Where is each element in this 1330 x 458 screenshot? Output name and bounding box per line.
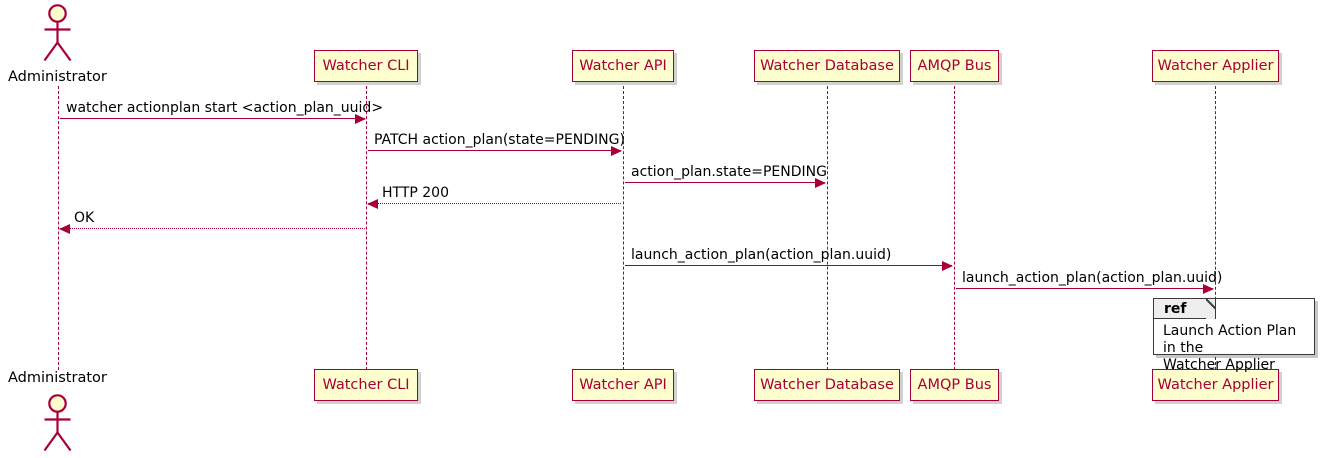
participant-watcher-api-top[interactable]: Watcher API xyxy=(572,50,674,82)
participant-watcher-database-bottom[interactable]: Watcher Database xyxy=(754,369,900,401)
arrowhead-right-icon xyxy=(815,177,826,188)
message-label: PATCH action_plan(state=PENDING) xyxy=(374,132,625,148)
participant-watcher-cli-bottom[interactable]: Watcher CLI xyxy=(314,369,418,401)
message-line xyxy=(625,265,952,266)
participant-label-amqp-bus-bottom: AMQP Bus xyxy=(917,376,992,393)
participant-label-amqp-bus-top: AMQP Bus xyxy=(917,57,992,74)
ref-fragment[interactable]: ref Launch Action Plan in the Watcher Ap… xyxy=(1153,298,1315,373)
actor-stick-figure-icon xyxy=(43,394,72,452)
lifeline-administrator xyxy=(58,86,59,370)
participant-label-watcher-database-top: Watcher Database xyxy=(760,57,894,74)
message-line xyxy=(368,150,621,151)
message-label: OK xyxy=(74,210,95,226)
ref-fragment-body: Launch Action Plan in the Watcher Applie… xyxy=(1163,323,1310,374)
actor-administrator-bottom xyxy=(33,392,83,454)
participant-label-watcher-cli-top: Watcher CLI xyxy=(322,57,410,74)
message-line xyxy=(60,228,365,229)
arrowhead-right-icon xyxy=(355,113,366,124)
ref-body-line-2: Watcher Applier xyxy=(1163,357,1275,373)
participant-watcher-api-bottom[interactable]: Watcher API xyxy=(572,369,674,401)
ref-fragment-tab: ref xyxy=(1154,299,1216,319)
arrowhead-right-icon xyxy=(942,260,953,271)
participant-label-watcher-api-top: Watcher API xyxy=(579,57,667,74)
lifeline-watcher-database xyxy=(827,86,828,370)
actor-label-administrator-bottom: Administrator xyxy=(8,370,107,386)
message-label: launch_action_plan(action_plan.uuid) xyxy=(631,247,892,263)
message-line xyxy=(625,182,825,183)
message-label: HTTP 200 xyxy=(382,185,449,201)
message-label: action_plan.state=PENDING xyxy=(631,164,827,180)
actor-label-administrator-top: Administrator xyxy=(8,69,107,85)
participant-label-watcher-database-bottom: Watcher Database xyxy=(760,376,894,393)
lifeline-watcher-cli xyxy=(366,86,367,370)
arrowhead-right-icon xyxy=(1203,283,1214,294)
actor-administrator-top xyxy=(33,2,83,64)
participant-watcher-applier-bottom[interactable]: Watcher Applier xyxy=(1152,369,1279,401)
actor-stick-figure-icon xyxy=(43,4,72,62)
lifeline-amqp-bus xyxy=(954,86,955,370)
message-line xyxy=(956,288,1213,289)
ref-keyword-label: ref xyxy=(1164,300,1187,317)
participant-label-watcher-cli-bottom: Watcher CLI xyxy=(322,376,410,393)
arrowhead-left-icon xyxy=(367,198,378,209)
participant-amqp-bus-top[interactable]: AMQP Bus xyxy=(910,50,999,82)
ref-body-line-1: Launch Action Plan in the xyxy=(1163,323,1297,356)
participant-watcher-cli-top[interactable]: Watcher CLI xyxy=(314,50,418,82)
message-line xyxy=(60,118,365,119)
arrowhead-left-icon xyxy=(59,223,70,234)
participant-amqp-bus-bottom[interactable]: AMQP Bus xyxy=(910,369,999,401)
message-label: launch_action_plan(action_plan.uuid) xyxy=(962,270,1223,286)
participant-watcher-applier-top[interactable]: Watcher Applier xyxy=(1152,50,1279,82)
participant-label-watcher-applier-top: Watcher Applier xyxy=(1157,57,1274,74)
lifeline-watcher-applier xyxy=(1215,86,1216,370)
message-label: watcher actionplan start <action_plan_uu… xyxy=(66,100,384,116)
participant-label-watcher-applier-bottom: Watcher Applier xyxy=(1157,376,1274,393)
lifeline-watcher-api xyxy=(623,86,624,370)
participant-label-watcher-api-bottom: Watcher API xyxy=(579,376,667,393)
arrowhead-right-icon xyxy=(611,145,622,156)
message-line xyxy=(368,203,621,204)
participant-watcher-database-top[interactable]: Watcher Database xyxy=(754,50,900,82)
ref-tab-corner-icon xyxy=(1206,299,1216,319)
